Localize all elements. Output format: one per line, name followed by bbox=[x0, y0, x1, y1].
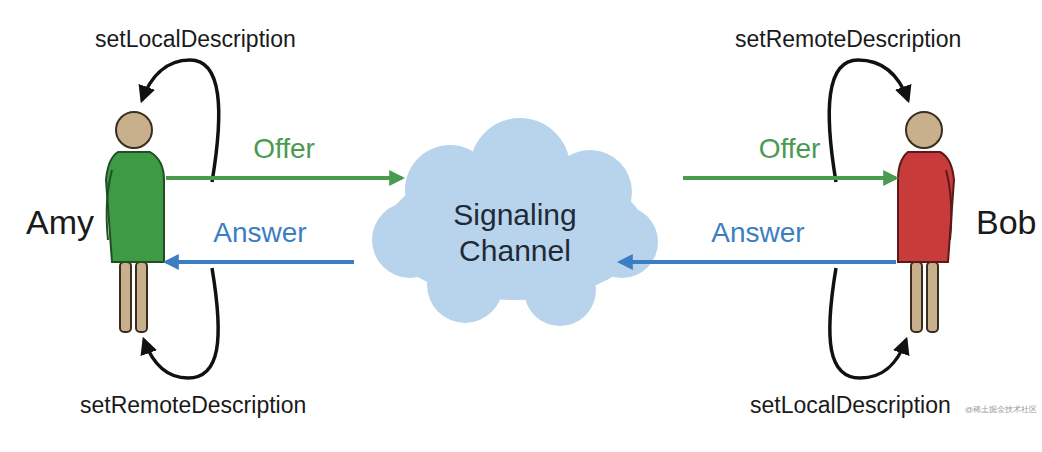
method-label: setRemoteDescription bbox=[80, 392, 306, 419]
edge-label: Answer bbox=[708, 217, 807, 249]
cloud-node: Signaling Channel bbox=[382, 150, 648, 316]
edge-label: Answer bbox=[210, 217, 309, 249]
person-node: Amy bbox=[104, 108, 166, 334]
cloud-text: Signaling Channel bbox=[430, 197, 600, 269]
person-figure bbox=[106, 112, 164, 332]
method-label: setRemoteDescription bbox=[735, 26, 961, 53]
person-node: Bob bbox=[896, 108, 958, 334]
loop-arrow bbox=[144, 268, 218, 378]
message-arrow bbox=[166, 260, 354, 264]
message-arrow bbox=[166, 176, 402, 180]
loop-arrow bbox=[830, 268, 906, 378]
watermark: @稀土掘金技术社区 bbox=[965, 404, 1037, 415]
person-figure bbox=[898, 112, 954, 332]
method-label: setLocalDescription bbox=[95, 26, 296, 53]
edge-label: Offer bbox=[250, 133, 318, 165]
method-label: setLocalDescription bbox=[750, 392, 951, 419]
edge-label: Offer bbox=[756, 133, 824, 165]
message-arrow bbox=[683, 176, 896, 180]
person-name: Amy bbox=[26, 203, 94, 242]
loop-arrow bbox=[829, 60, 908, 182]
cloud-shape bbox=[372, 118, 658, 326]
person-name: Bob bbox=[976, 203, 1037, 242]
message-arrow bbox=[620, 260, 896, 264]
